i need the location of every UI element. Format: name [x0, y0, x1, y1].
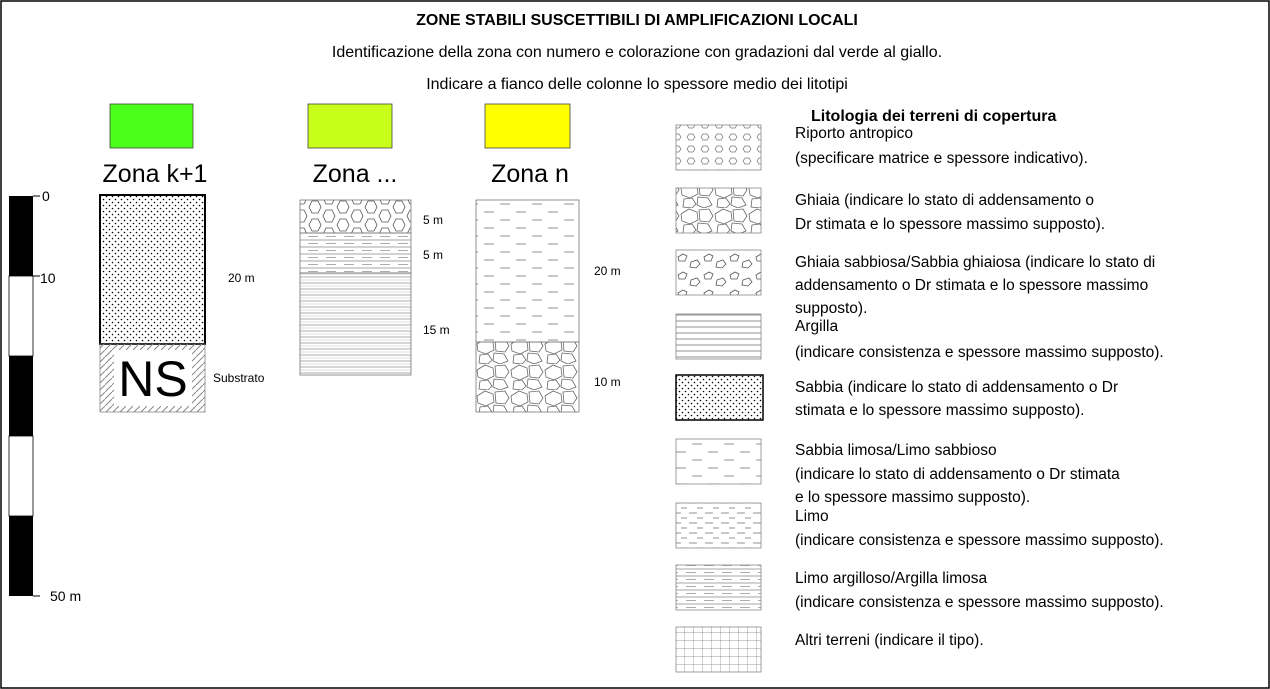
- zone-mid-limo-layer: [299, 232, 412, 274]
- zone-n-thickness-1: 20 m: [594, 264, 621, 278]
- zone-mid-thickness-2: 5 m: [423, 248, 443, 262]
- zone-k1-label: Zona k+1: [103, 160, 208, 188]
- zone-k1-sabbia-layer: [99, 194, 206, 345]
- depth-scale-bar: [8, 195, 40, 597]
- zone-k1-thickness-1: 20 m: [228, 271, 255, 285]
- limo-pattern: [675, 502, 762, 549]
- diagram-title: ZONE STABILI SUSCETTIBILI DI AMPLIFICAZI…: [416, 12, 858, 29]
- argilla-pattern: [675, 313, 762, 360]
- legend-item-2-line-1: Ghiaia (indicare lo stato di addensament…: [795, 192, 1094, 209]
- riporto-antropico-pattern: [675, 124, 762, 171]
- legend-item-7-line-1: Limo: [795, 508, 829, 525]
- legend-item-6-line-1: Sabbia limosa/Limo sabbioso: [795, 442, 997, 459]
- ns-label-background: [114, 350, 192, 406]
- zone-n-sabbia-limosa-layer: [475, 199, 580, 343]
- legend-item-1-line-2: (specificare matrice e spessore indicati…: [795, 150, 1088, 167]
- legend-item-5-line-1: Sabbia (indicare lo stato di addensament…: [795, 379, 1118, 396]
- zone-n-ghiaia-layer: [475, 341, 580, 413]
- zone-n-label: Zona n: [491, 160, 569, 188]
- ghiaia-sabbiosa-pattern: [675, 249, 762, 296]
- legend-heading: Litologia dei terreni di copertura: [811, 108, 1056, 125]
- header-instruction-2: Indicare a fianco delle colonne lo spess…: [426, 76, 848, 93]
- scale-label-top: 0: [42, 188, 50, 204]
- legend-item-1-line-1: Riporto antropico: [795, 125, 913, 142]
- legend-item-6-line-2: (indicare lo stato di addensamento o Dr …: [795, 466, 1120, 483]
- legend-item-6-line-3: e lo spessore massimo supposto).: [795, 489, 1030, 506]
- zone-mid-color-swatch: [307, 103, 393, 149]
- zone-n-color-swatch: [484, 103, 571, 149]
- ghiaia-pattern: [675, 187, 762, 234]
- legend-item-3-line-2: addensamento o Dr stimata e lo spessore …: [795, 277, 1148, 294]
- zone-mid-argilla-layer: [299, 272, 412, 376]
- scale-label-mid: 10: [40, 270, 56, 286]
- sabbia-pattern: [675, 374, 764, 421]
- zone-mid-riporto-layer: [299, 199, 412, 234]
- altri-terreni-pattern: [675, 626, 762, 673]
- limo-argilloso-pattern: [675, 564, 762, 611]
- sabbia-limosa-pattern: [675, 438, 762, 485]
- legend-item-3-line-1: Ghiaia sabbiosa/Sabbia ghiaiosa (indicar…: [795, 254, 1155, 271]
- zone-n-thickness-2: 10 m: [594, 375, 621, 389]
- header-instruction-1: Identificazione della zona con numero e …: [332, 44, 942, 61]
- legend-item-8-line-1: Limo argilloso/Argilla limosa: [795, 570, 987, 587]
- zone-mid-thickness-3: 15 m: [423, 323, 450, 337]
- legend-item-9-line-1: Altri terreni (indicare il tipo).: [795, 632, 984, 649]
- zone-mid-thickness-1: 5 m: [423, 213, 443, 227]
- legend-item-3-line-3: supposto).: [795, 300, 867, 317]
- zone-k1-substrate-label: Substrato: [213, 371, 265, 385]
- legend-item-4-line-2: (indicare consistenza e spessore massimo…: [795, 344, 1164, 361]
- legend-item-7-line-2: (indicare consistenza e spessore massimo…: [795, 532, 1164, 549]
- scale-label-bottom: 50 m: [50, 588, 81, 604]
- legend-item-5-line-2: stimata e lo spessore massimo supposto).: [795, 402, 1084, 419]
- legend-item-2-line-2: Dr stimata e lo spessore massimo suppost…: [795, 216, 1105, 233]
- zone-mid-label: Zona ...: [313, 160, 398, 188]
- legend-item-4-line-1: Argilla: [795, 318, 838, 335]
- zone-k1-color-swatch: [109, 103, 194, 149]
- zone-k1-substrate-code: NS: [118, 351, 187, 407]
- legend-item-8-line-2: (indicare consistenza e spessore massimo…: [795, 594, 1164, 611]
